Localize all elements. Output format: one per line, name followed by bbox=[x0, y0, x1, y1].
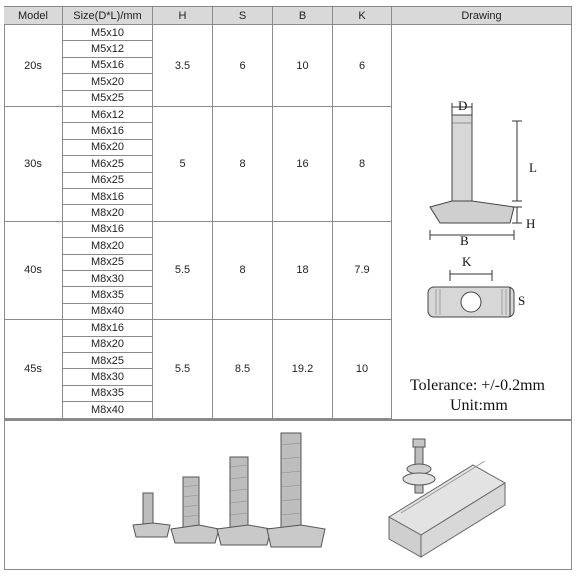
model-cell: 45s bbox=[4, 320, 63, 419]
dim-s-cell: 8 bbox=[213, 221, 273, 321]
size-cell: M5x20 bbox=[63, 74, 153, 91]
dim-label-s: S bbox=[518, 293, 526, 308]
dim-b-cell: 19.2 bbox=[273, 320, 333, 419]
bolt-hole bbox=[460, 291, 482, 313]
dim-h-cell: 5.5 bbox=[153, 221, 213, 321]
dim-s-cell: 8 bbox=[213, 107, 273, 222]
size-cell: M8x30 bbox=[63, 271, 153, 288]
size-cell: M8x16 bbox=[63, 221, 153, 239]
dim-label-d: D bbox=[458, 98, 468, 113]
size-cell: M5x12 bbox=[63, 41, 153, 58]
model-cell: 20s bbox=[4, 25, 63, 107]
size-cell: M8x20 bbox=[63, 336, 153, 353]
size-cell: M6x12 bbox=[63, 107, 153, 124]
dim-k-cell: 7.9 bbox=[333, 221, 392, 321]
drawing-area: D L H B K S Tolerance: +/-0.2mm Unit:mm bbox=[392, 25, 571, 419]
column-header-4: B bbox=[273, 7, 333, 25]
size-cell: M8x35 bbox=[63, 385, 153, 403]
dim-label-k: K bbox=[462, 254, 472, 269]
size-cell: M8x20 bbox=[63, 238, 153, 255]
dim-h-cell: 3.5 bbox=[153, 25, 213, 107]
size-cell: M5x25 bbox=[63, 90, 153, 107]
aluminum-profile-icon bbox=[388, 438, 506, 558]
dim-h-cell: 5.5 bbox=[153, 320, 213, 419]
dim-b-cell: 16 bbox=[273, 107, 333, 222]
bolt-head bbox=[429, 200, 515, 224]
dim-s-cell: 8.5 bbox=[213, 320, 273, 419]
size-cell: M8x40 bbox=[63, 303, 153, 321]
dim-h-cell: 5 bbox=[153, 107, 213, 222]
column-header-3: S bbox=[213, 7, 273, 25]
dim-s-cell: 6 bbox=[213, 25, 273, 107]
size-cell: M8x25 bbox=[63, 353, 153, 370]
dim-label-b: B bbox=[460, 233, 469, 248]
size-cell: M6x25 bbox=[63, 156, 153, 173]
size-cell: M8x35 bbox=[63, 287, 153, 304]
column-header-0: Model bbox=[4, 7, 63, 25]
t-bolt-set-icon bbox=[132, 432, 326, 548]
model-cell: 40s bbox=[4, 221, 63, 321]
spec-table bbox=[4, 6, 572, 420]
size-cell: M8x25 bbox=[63, 254, 153, 271]
size-cell: M5x10 bbox=[63, 25, 153, 42]
dim-k-cell: 10 bbox=[333, 320, 392, 419]
size-cell: M8x40 bbox=[63, 402, 153, 419]
size-cell: M6x16 bbox=[63, 123, 153, 140]
column-header-2: H bbox=[153, 7, 213, 25]
size-cell: M5x16 bbox=[63, 57, 153, 75]
size-cell: M8x16 bbox=[63, 189, 153, 206]
dim-b-cell: 18 bbox=[273, 221, 333, 321]
dim-label-l: L bbox=[529, 160, 537, 175]
bolt-shank bbox=[451, 114, 473, 202]
size-cell: M8x16 bbox=[63, 320, 153, 337]
size-cell: M8x20 bbox=[63, 205, 153, 222]
dim-b-cell: 10 bbox=[273, 25, 333, 107]
drawing-header: Drawing bbox=[392, 7, 571, 25]
column-header-1: Size(D*L)/mm bbox=[63, 7, 153, 25]
size-cell: M8x30 bbox=[63, 369, 153, 386]
dim-label-h: H bbox=[526, 216, 536, 231]
size-cell: M6x25 bbox=[63, 172, 153, 189]
unit-text: Unit:mm bbox=[450, 397, 508, 414]
size-cell: M6x20 bbox=[63, 139, 153, 157]
t-bolt-drawing bbox=[427, 103, 522, 318]
column-header-5: K bbox=[333, 7, 392, 25]
model-cell: 30s bbox=[4, 107, 63, 222]
dim-k-cell: 6 bbox=[333, 25, 392, 107]
tolerance-text: Tolerance: +/-0.2mm bbox=[410, 377, 545, 394]
dim-k-cell: 8 bbox=[333, 107, 392, 222]
product-photo-panel bbox=[4, 420, 572, 570]
